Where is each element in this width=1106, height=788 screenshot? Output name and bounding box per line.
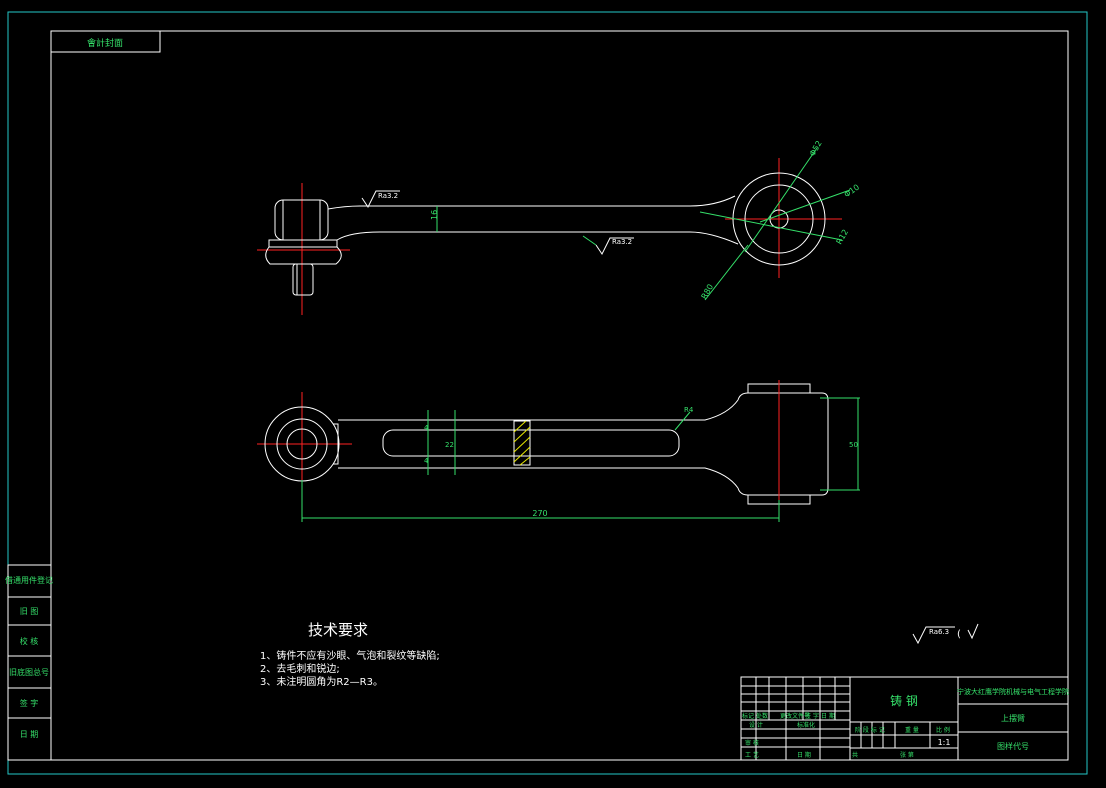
roughness-1: Ra3.2 [378, 192, 398, 200]
arm-upper-edge [327, 195, 736, 210]
side-label-3: 校 核 [20, 636, 39, 646]
side-registration-column: 借通用件登记 旧 图 校 核 旧底图总号 签 字 日 期 [5, 564, 53, 761]
tech-item-3: 3、未注明圆角为R2—R3。 [260, 675, 383, 688]
arm-slot [382, 429, 680, 457]
dim-r12: R12 [835, 228, 851, 246]
top-left-label-box [50, 30, 161, 53]
right-bushing [737, 392, 829, 496]
tech-requirements: 技术要求 1、铸件不应有沙眼、气泡和裂纹等缺陷; 2、去毛刺和锐边; 3、未注明… [260, 621, 440, 688]
sheet-label-2: 张 第 [900, 751, 914, 759]
sign-label-3: 审 核 [745, 739, 759, 747]
svg-text:Ra6.3: Ra6.3 [929, 628, 949, 636]
stage-labels: 阶 段 标 记 [855, 726, 885, 734]
roughness-2: Ra3.2 [612, 238, 632, 246]
row-label-1: 标记 [742, 712, 754, 720]
left-eye-mid [276, 418, 328, 470]
sheet-outer-border [7, 11, 1088, 775]
school-name: 宁波大红鹰学院机械与电气工程学院 [957, 687, 1069, 696]
tech-item-2: 2、去毛刺和锐边; [260, 662, 340, 675]
dim-dia-inner: Φ10 [842, 183, 861, 200]
right-eye-mid [744, 184, 814, 254]
general-roughness: Ra6.3 ( [912, 623, 979, 645]
sign-label-2: 标准化 [797, 721, 815, 729]
dim-dia-outer: Φ52 [808, 139, 824, 158]
dim-r80: R80 [700, 283, 716, 301]
top-left-label: 會計封面 [87, 37, 123, 49]
material: 铸 钢 [890, 693, 918, 708]
sheet-label: 共 [852, 751, 858, 759]
scale-value: 1:1 [938, 738, 951, 747]
dim-50: 50 [849, 441, 858, 449]
sign-label-5: 日 期 [797, 751, 811, 759]
tech-heading: 技术要求 [308, 621, 368, 639]
scale-label: 比 例 [936, 726, 950, 734]
side-label-2: 旧 图 [20, 607, 39, 616]
dim-thickness: 16 [430, 210, 439, 220]
side-label-4: 旧底图总号 [9, 667, 49, 677]
sign-label-1: 设 计 [749, 721, 763, 729]
title-block: 标记 处数 更改文件号 签 字 日 期 设 计 标准化 审 核 工 艺 日 期 … [740, 676, 1069, 761]
row-label-2: 处数 [756, 712, 768, 720]
row-label-5: 日 期 [821, 712, 835, 720]
row-label-3: 更改文件号 [780, 712, 810, 720]
dim-270: 270 [532, 509, 547, 518]
ball-stud [292, 263, 314, 296]
tech-item-1: 1、铸件不应有沙眼、气泡和裂纹等缺陷; [260, 649, 440, 662]
front-view: 16 Φ52 Φ10 R12 R80 Ra3.2 Ra3.2 [257, 139, 861, 315]
part-name: 上摆臂 [1001, 713, 1025, 723]
left-eye-inner [286, 428, 318, 460]
dim-4a: 4 [424, 424, 429, 432]
side-label-5: 签 字 [20, 698, 39, 708]
dim-r4: R4 [684, 406, 694, 414]
top-view: 4 4 22 R4 50 270 [257, 380, 860, 522]
row-label-4: 签 字 [805, 712, 819, 720]
side-label-6: 日 期 [20, 730, 39, 739]
hatched-section [513, 420, 531, 466]
side-label-1: 借通用件登记 [5, 575, 53, 585]
dim-22: 22 [445, 441, 454, 449]
arm-top-outline [338, 399, 739, 421]
dim-4b: 4 [424, 457, 429, 465]
arm-lower-edge [336, 231, 739, 245]
sheet-frame [50, 30, 1069, 761]
weight-label: 重 量 [905, 726, 919, 734]
svg-text:(: ( [957, 629, 961, 640]
sign-label-4: 工 艺 [745, 751, 759, 759]
drawing-number: 图样代号 [997, 741, 1029, 751]
